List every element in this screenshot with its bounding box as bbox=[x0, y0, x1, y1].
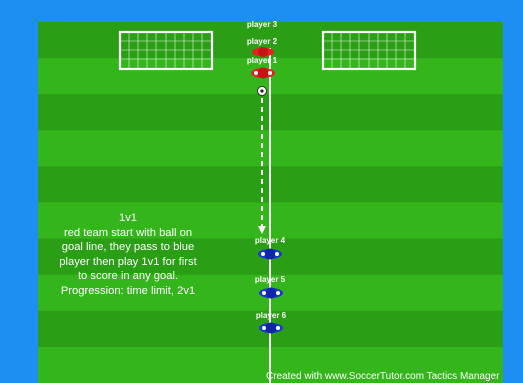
player-label-3: player 3 bbox=[232, 20, 292, 29]
description-line: 1v1 bbox=[28, 211, 228, 226]
player-label-2: player 2 bbox=[232, 37, 292, 46]
player-label-4: player 4 bbox=[240, 236, 300, 245]
drill-description: 1v1 red team start with ball on goal lin… bbox=[28, 211, 228, 298]
description-line: goal line, they pass to blue bbox=[28, 240, 228, 255]
description-line: player then play 1v1 for first bbox=[28, 255, 228, 270]
player-label-1: player 1 bbox=[232, 56, 292, 65]
player-label-5: player 5 bbox=[240, 275, 300, 284]
description-line: red team start with ball on bbox=[28, 226, 228, 241]
watermark: Created with www.SoccerTutor.com Tactics… bbox=[266, 371, 499, 382]
description-line: to score in any goal. bbox=[28, 269, 228, 284]
ball-icon bbox=[258, 87, 267, 96]
description-line: Progression: time limit, 2v1 bbox=[28, 284, 228, 299]
player-label-6: player 6 bbox=[241, 311, 301, 320]
